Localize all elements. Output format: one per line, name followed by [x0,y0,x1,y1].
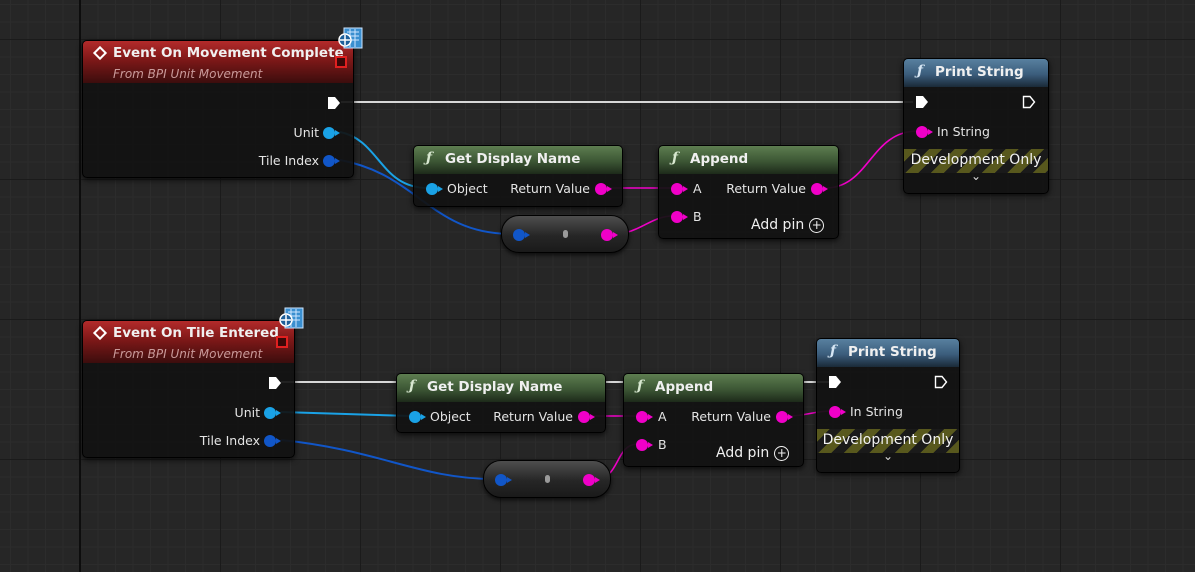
conversion-dot-icon [545,475,550,483]
conversion-input-pin[interactable] [495,474,512,486]
object-pin-label: Object [430,409,471,424]
exec-out-pin[interactable] [934,375,948,389]
get-display-name-node[interactable]: ƒ Get Display Name Object Return Value [396,373,606,433]
tile-index-pin[interactable] [323,155,340,167]
return-value-pin-label: Return Value [691,409,771,424]
development-only-label: Development Only [910,152,1042,168]
function-icon: ƒ [637,378,644,394]
event-node-tile-entered[interactable]: Event On Tile Entered From BPI Unit Move… [82,320,295,458]
append-node[interactable]: ƒ Append A Return Value B Add pin + [623,373,804,467]
function-node-header [414,146,622,174]
function-node-header [817,339,959,367]
replicated-interface-icon [279,307,304,329]
in-string-pin-label: In String [850,404,903,419]
return-value-pin[interactable] [595,183,612,195]
b-pin-label: B [658,437,667,452]
object-pin[interactable] [409,411,426,423]
function-icon: ƒ [830,343,837,359]
add-pin-button[interactable]: Add pin + [716,445,790,461]
unit-pin-label: Unit [234,405,260,420]
event-subtitle: From BPI Unit Movement [113,347,263,361]
return-value-pin[interactable] [811,183,828,195]
return-value-pin[interactable] [776,411,793,423]
exec-out-pin[interactable] [327,96,341,110]
expand-chevron-icon[interactable]: ⌄ [970,169,982,183]
function-title: Get Display Name [445,151,581,167]
event-subtitle: From BPI Unit Movement [113,67,263,81]
development-only-banner: Development Only [817,429,959,453]
function-icon: ƒ [409,378,416,394]
b-pin[interactable] [636,439,653,451]
function-title: Append [655,379,714,395]
tile-index-pin-label: Tile Index [258,153,319,168]
unit-pin[interactable] [323,127,340,139]
object-pin[interactable] [426,183,443,195]
conversion-input-pin[interactable] [513,229,530,241]
expand-chevron-icon[interactable]: ⌄ [882,449,894,463]
function-node-header [904,59,1048,87]
integer-wire [280,439,495,480]
delegate-output-icon[interactable] [276,336,288,348]
exec-in-pin[interactable] [828,375,842,389]
b-pin[interactable] [671,211,688,223]
function-icon: ƒ [917,63,924,79]
object-wire [280,411,412,417]
return-value-pin-label: Return Value [510,181,590,196]
replicated-interface-icon [338,27,363,49]
object-pin-label: Object [447,181,488,196]
b-pin-label: B [693,209,702,224]
function-node-header [397,374,605,402]
get-display-name-node[interactable]: ƒ Get Display Name Object Return Value [413,145,623,207]
event-node-header [83,41,353,83]
a-pin-label: A [693,181,702,196]
conversion-output-pin[interactable] [583,474,600,486]
return-value-pin[interactable] [578,411,595,423]
exec-out-pin[interactable] [1022,95,1036,109]
function-title: Print String [935,64,1024,80]
return-value-pin-label: Return Value [493,409,573,424]
development-only-banner: Development Only [904,149,1048,173]
graph-origin-axis [79,0,81,572]
unit-pin[interactable] [264,407,281,419]
function-title: Append [690,151,749,167]
conversion-node[interactable] [501,215,629,253]
function-icon: ƒ [426,150,433,166]
append-node[interactable]: ƒ Append A Return Value B Add pin + [658,145,839,239]
exec-out-pin[interactable] [268,376,282,390]
print-string-node[interactable]: ƒ Print String In String Development Onl… [903,58,1049,194]
function-title: Get Display Name [427,379,563,395]
add-pin-label: Add pin [751,217,805,233]
plus-icon: + [774,446,790,461]
conversion-dot-icon [563,230,568,238]
event-title: Event On Tile Entered [113,325,279,341]
in-string-pin-label: In String [937,124,990,139]
a-pin-label: A [658,409,667,424]
function-icon: ƒ [672,150,679,166]
function-node-header [659,146,838,174]
conversion-node[interactable] [483,460,611,498]
delegate-output-icon[interactable] [335,56,347,68]
development-only-label: Development Only [822,432,954,448]
add-pin-button[interactable]: Add pin + [751,217,825,233]
function-node-header [624,374,803,402]
tile-index-pin-label: Tile Index [199,433,260,448]
event-node-movement-complete[interactable]: Event On Movement Complete From BPI Unit… [82,40,354,178]
in-string-pin[interactable] [829,406,846,418]
function-title: Print String [848,344,937,360]
unit-pin-label: Unit [293,125,319,140]
a-pin[interactable] [636,411,653,423]
in-string-pin[interactable] [916,126,933,138]
tile-index-pin[interactable] [264,435,281,447]
event-title: Event On Movement Complete [113,45,344,61]
return-value-pin-label: Return Value [726,181,806,196]
event-node-header [83,321,294,363]
plus-icon: + [809,218,825,233]
print-string-node[interactable]: ƒ Print String In String Development Onl… [816,338,960,473]
add-pin-label: Add pin [716,445,770,461]
exec-in-pin[interactable] [915,95,929,109]
conversion-output-pin[interactable] [601,229,618,241]
a-pin[interactable] [671,183,688,195]
